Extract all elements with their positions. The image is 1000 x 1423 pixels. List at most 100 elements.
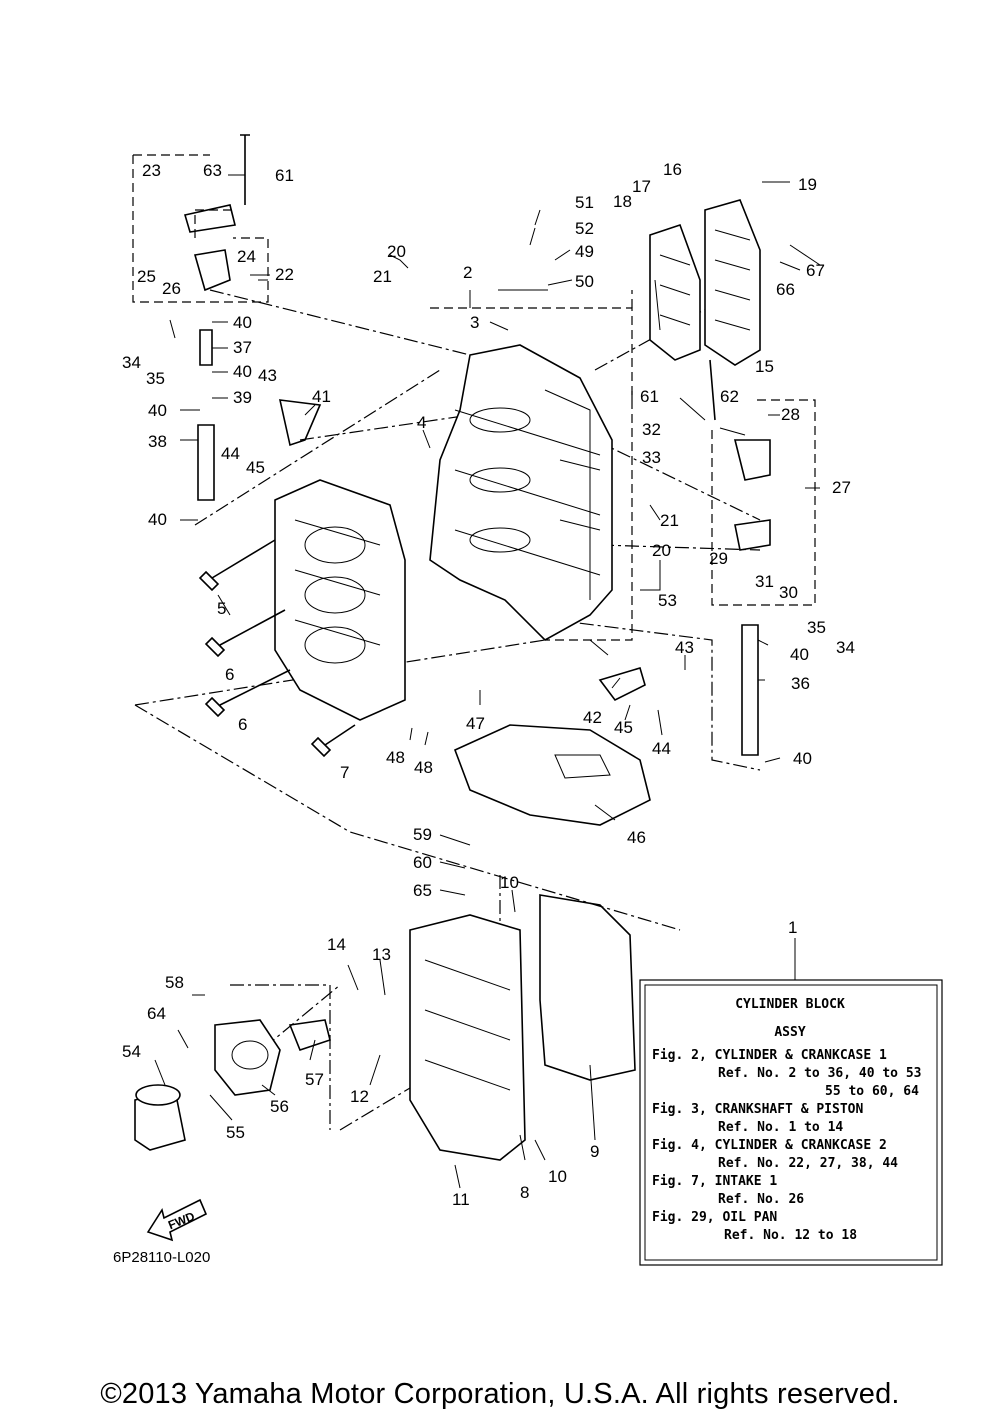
callout-label: 3 (470, 313, 479, 332)
info-line: Ref. No. 12 to 18 (724, 1228, 857, 1243)
callout-label: 33 (642, 448, 661, 467)
info-line: Ref. No. 22, 27, 38, 44 (718, 1156, 898, 1171)
callout-label: 9 (590, 1142, 599, 1161)
callout-label: 52 (575, 219, 594, 238)
part-drawings (134, 134, 771, 1242)
callout-label: 26 (162, 279, 181, 298)
fwd-arrow (146, 1198, 208, 1242)
callout-label: 5 (217, 599, 226, 618)
callout-label: 10 (500, 873, 519, 892)
callout-label: 34 (836, 638, 855, 657)
callout-label: 6 (238, 715, 247, 734)
callout-label: 31 (755, 572, 774, 591)
callout-label: 14 (327, 935, 346, 954)
callout-label: 41 (312, 387, 331, 406)
callout-label: 40 (148, 510, 167, 529)
info-line: Fig. 29, OIL PAN (652, 1210, 777, 1225)
callout-label: 64 (147, 1004, 166, 1023)
callout-label: 17 (632, 177, 651, 196)
callout-label: 25 (137, 267, 156, 286)
callout-label: 15 (755, 357, 774, 376)
callout-label: 35 (807, 618, 826, 637)
callout-label: 6 (225, 665, 234, 684)
exhaust-gasket (649, 223, 701, 361)
fwd-label: FWD (166, 1209, 197, 1232)
info-line: Fig. 2, CYLINDER & CRANKCASE 1 (652, 1048, 887, 1063)
callout-label: 60 (413, 853, 432, 872)
callout-label: 28 (781, 405, 800, 424)
callout-label: 30 (779, 583, 798, 602)
callout-label: 54 (122, 1042, 141, 1061)
callout-label: 61 (275, 166, 294, 185)
exhaust-cover (704, 199, 761, 366)
callout-label: 35 (146, 369, 165, 388)
callout-label: 38 (148, 432, 167, 451)
callout-label: 63 (203, 161, 222, 180)
callout-label: 40 (790, 645, 809, 664)
callout-label: 18 (613, 192, 632, 211)
callout-label: 20 (387, 242, 406, 261)
info-box-title: CYLINDER BLOCK (735, 997, 845, 1012)
callout-label: 21 (660, 511, 679, 530)
callout-label: 27 (832, 478, 851, 497)
callout-label: 56 (270, 1097, 289, 1116)
callout-label: 42 (583, 708, 602, 727)
info-line: Fig. 7, INTAKE 1 (652, 1174, 777, 1189)
callout-label: 45 (246, 458, 265, 477)
info-box: CYLINDER BLOCK ASSY Fig. 2, CYLINDER & C… (639, 979, 943, 1266)
callout-label: 50 (575, 272, 594, 291)
callout-label: 39 (233, 388, 252, 407)
callout-label: 16 (663, 160, 682, 179)
callout-label: 37 (233, 338, 252, 357)
copyright-notice: ©2013 Yamaha Motor Corporation, U.S.A. A… (100, 1378, 900, 1410)
group-boxes (132, 154, 816, 641)
gasket-46 (453, 724, 651, 826)
figure-code: 6P28110-L020 (113, 1249, 210, 1266)
callout-label: 40 (793, 749, 812, 768)
filter-bracket (214, 1019, 281, 1096)
callout-label: 43 (675, 638, 694, 657)
callout-label: 49 (575, 242, 594, 261)
callout-label: 36 (791, 674, 810, 693)
info-line: Fig. 4, CYLINDER & CRANKCASE 2 (652, 1138, 887, 1153)
info-box-subtitle: ASSY (774, 1025, 805, 1040)
info-line: Ref. No. 26 (718, 1192, 804, 1207)
callout-label: 34 (122, 353, 141, 372)
callout-label: 57 (305, 1070, 324, 1089)
callout-label: 12 (350, 1087, 369, 1106)
callout-label: 24 (237, 247, 256, 266)
callout-label: 21 (373, 267, 392, 286)
callout-label: 53 (658, 591, 677, 610)
callout-label: 13 (372, 945, 391, 964)
info-line: 55 to 60, 64 (825, 1084, 919, 1099)
crankcase (274, 479, 406, 721)
leader-lines (154, 174, 821, 1189)
callout-label: 48 (414, 758, 433, 777)
callout-label: 67 (806, 261, 825, 280)
callout-label: 48 (386, 748, 405, 767)
oil-pan (409, 914, 526, 1161)
info-line: Ref. No. 1 to 14 (718, 1120, 843, 1135)
callout-label: 40 (233, 362, 252, 381)
callout-label: 2 (463, 263, 472, 282)
callout-label: 51 (575, 193, 594, 212)
callout-label: 1 (788, 918, 797, 937)
callout-label: 10 (548, 1167, 567, 1186)
callout-label: 55 (226, 1123, 245, 1142)
callout-label: 11 (452, 1190, 470, 1209)
cylinder-block (429, 344, 613, 641)
callout-label: 58 (165, 973, 184, 992)
callout-label: 59 (413, 825, 432, 844)
callout-label: 62 (720, 387, 739, 406)
callout-label: 65 (413, 881, 432, 900)
callout-label: 40 (148, 401, 167, 420)
callout-label: 45 (614, 718, 633, 737)
callout-label: 44 (221, 444, 240, 463)
callout-label: 23 (142, 161, 161, 180)
info-line: Ref. No. 2 to 36, 40 to 53 (718, 1066, 922, 1081)
callout-label: 22 (275, 265, 294, 284)
callout-label: 44 (652, 739, 671, 758)
callout-label: 46 (627, 828, 646, 847)
callout-label: 66 (776, 280, 795, 299)
